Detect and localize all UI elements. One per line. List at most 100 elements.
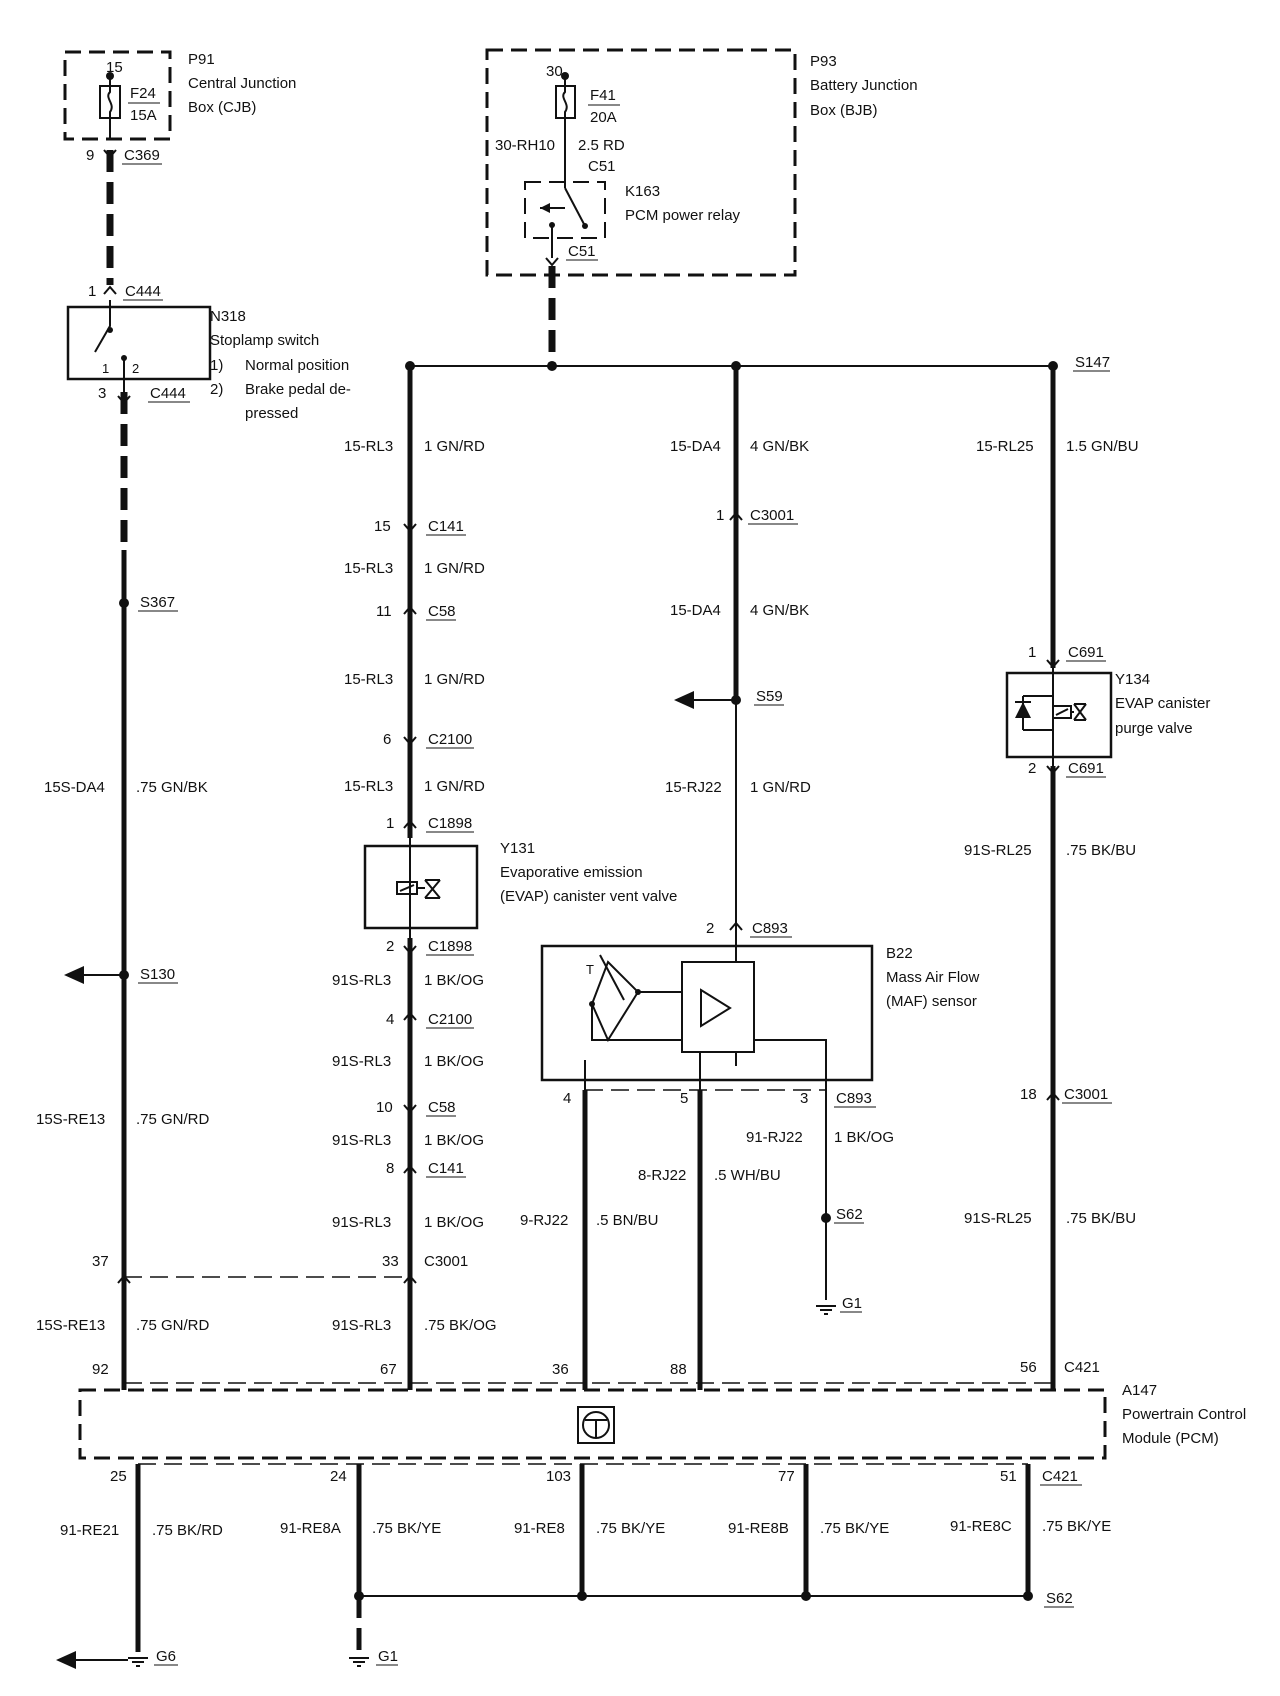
col3-w2-wire: 4 GN/BK [750, 602, 809, 619]
col2-w9-circuit: 91S-RL3 [332, 1317, 391, 1334]
col4-pin-2: 2 [1028, 760, 1036, 777]
y134-name2: purge valve [1115, 720, 1193, 737]
bottom-pin-77: 77 [778, 1468, 795, 1485]
a147-ref: A147 [1122, 1382, 1157, 1399]
bottom-w4-circuit: 91-RE8B [728, 1520, 789, 1537]
n318-name: Stoplamp switch [210, 332, 319, 349]
col2-w3-circuit: 15-RL3 [344, 671, 393, 688]
col2-w7-circuit: 91S-RL3 [332, 1132, 391, 1149]
col3-w4-wire: 1 BK/OG [834, 1129, 894, 1146]
col4-c3001: C3001 [1064, 1086, 1108, 1103]
ground-g1-bottom: G1 [378, 1648, 398, 1665]
col2-pin-33: 33 [382, 1253, 399, 1270]
col3-pin-36: 36 [552, 1361, 569, 1378]
column-2-evap-vent-circuit: 15-RL3 1 GN/RD 15 C141 15-RL3 1 GN/RD 11… [332, 366, 677, 1390]
bottom-w1-wire: .75 BK/RD [152, 1522, 223, 1539]
col3-pin-3: 3 [800, 1090, 808, 1107]
y131-name1: Evaporative emission [500, 864, 643, 881]
col2-w5-wire: 1 BK/OG [424, 972, 484, 989]
col3-w6-wire: .5 BN/BU [596, 1212, 659, 1229]
n318-pin-in: 1 [88, 283, 96, 300]
p93-wire: 2.5 RD [578, 137, 625, 154]
column-1-stoplamp-circuit: 1 C444 1 2 N318 Stoplamp switch 1) Norma… [36, 150, 351, 1390]
col2-w2-wire: 1 GN/RD [424, 560, 485, 577]
col4-pin-1: 1 [1028, 644, 1036, 661]
power-bus: S147 [405, 266, 1110, 372]
a147-pcm-module: A147 Powertrain Control Module (PCM) [78, 1382, 1246, 1460]
col3-w1-wire: 4 GN/BK [750, 438, 809, 455]
n318-pos1-text: Normal position [245, 357, 349, 374]
y134-name1: EVAP canister [1115, 695, 1210, 712]
col2-c58b: C58 [428, 1099, 456, 1116]
n318-conn-in: C444 [125, 283, 161, 300]
col2-w4-wire: 1 GN/RD [424, 778, 485, 795]
bottom-pin-24: 24 [330, 1468, 347, 1485]
col1-pin-92: 92 [92, 1361, 109, 1378]
col2-w2-circuit: 15-RL3 [344, 560, 393, 577]
bottom-w2-circuit: 91-RE8A [280, 1520, 341, 1537]
col3-pin-4: 4 [563, 1090, 571, 1107]
n318-pos2-num: 2) [210, 381, 223, 398]
bottom-w3-circuit: 91-RE8 [514, 1520, 565, 1537]
n318-ref: N318 [210, 308, 246, 325]
col3-w3-wire: 1 GN/RD [750, 779, 811, 796]
connector-chevrons [103, 149, 1060, 1284]
col2-pin-15: 15 [374, 518, 391, 535]
y131-ref: Y131 [500, 840, 535, 857]
p91-fuse: F24 [130, 85, 156, 102]
n318-pin-out: 3 [98, 385, 106, 402]
bottom-w5-wire: .75 BK/YE [1042, 1518, 1111, 1535]
p93-ref: P93 [810, 53, 837, 70]
col2-pin-8: 8 [386, 1160, 394, 1177]
col1-w1-wire: .75 GN/BK [136, 779, 208, 796]
col2-c2100a: C2100 [428, 731, 472, 748]
p93-name1: Battery Junction [810, 77, 918, 94]
col2-w7-wire: 1 BK/OG [424, 1132, 484, 1149]
splice-s59: S59 [756, 688, 783, 705]
col2-c141b: C141 [428, 1160, 464, 1177]
p91-rating: 15A [130, 107, 157, 124]
p93-fuse: F41 [590, 87, 616, 104]
col3-w6-circuit: 9-RJ22 [520, 1212, 568, 1229]
col2-c3001: C3001 [424, 1253, 468, 1270]
p91-name2: Box (CJB) [188, 99, 256, 116]
bottom-c421: C421 [1042, 1468, 1078, 1485]
splice-s130: S130 [140, 966, 175, 983]
n318-pos2-text2: pressed [245, 405, 298, 422]
col4-c421: C421 [1064, 1359, 1100, 1376]
y134-ref: Y134 [1115, 671, 1150, 688]
p93-pin: 30 [546, 63, 563, 80]
col2-c2100b: C2100 [428, 1011, 472, 1028]
col1-w1-circuit: 15S-DA4 [44, 779, 105, 796]
col4-w1-wire: 1.5 GN/BU [1066, 438, 1139, 455]
p91-pin: 15 [106, 59, 123, 76]
col4-w3-wire: .75 BK/BU [1066, 1210, 1136, 1227]
col2-w5-circuit: 91S-RL3 [332, 972, 391, 989]
bottom-w4-wire: .75 BK/YE [820, 1520, 889, 1537]
b22-ref: B22 [886, 945, 913, 962]
col1-w2-circuit: 15S-RE13 [36, 1111, 105, 1128]
col4-w2-wire: .75 BK/BU [1066, 842, 1136, 859]
ground-g1: G1 [842, 1295, 862, 1312]
p93-battery-junction-box: 30 F41 20A 30-RH10 2.5 RD C51 P93 Batter… [485, 48, 918, 277]
col2-c1898a: C1898 [428, 815, 472, 832]
col3-w3-circuit: 15-RJ22 [665, 779, 722, 796]
column-3-maf-circuit: 15-DA4 4 GN/BK 1 C3001 15-DA4 4 GN/BK S5… [520, 366, 980, 1390]
bottom-w3-wire: .75 BK/YE [596, 1520, 665, 1537]
col2-pin-67: 67 [380, 1361, 397, 1378]
col2-pin-6: 6 [383, 731, 391, 748]
bottom-w5-circuit: 91-RE8C [950, 1518, 1012, 1535]
col3-w5-circuit: 8-RJ22 [638, 1167, 686, 1184]
col1-w2-wire: .75 GN/RD [136, 1111, 210, 1128]
col2-w3-wire: 1 GN/RD [424, 671, 485, 688]
p91-name1: Central Junction [188, 75, 296, 92]
p93-rating: 20A [590, 109, 617, 126]
col2-w6-wire: 1 BK/OG [424, 1053, 484, 1070]
col3-pin-2: 2 [706, 920, 714, 937]
b22-name2: (MAF) sensor [886, 993, 977, 1010]
bottom-pin-103: 103 [546, 1468, 571, 1485]
col3-w5-wire: .5 WH/BU [714, 1167, 781, 1184]
n318-conn-out: C444 [150, 385, 186, 402]
a147-name1: Powertrain Control [1122, 1406, 1246, 1423]
col3-w4-circuit: 91-RJ22 [746, 1129, 803, 1146]
